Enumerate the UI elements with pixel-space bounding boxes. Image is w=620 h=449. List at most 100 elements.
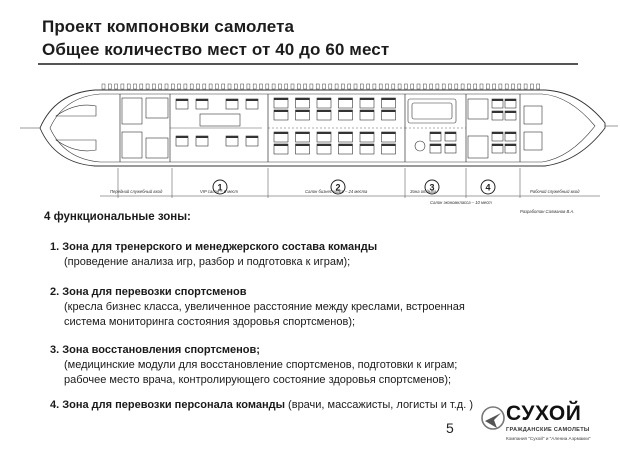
window <box>271 83 276 90</box>
window <box>145 83 150 90</box>
seat <box>381 143 396 155</box>
zone-number-3: 3 <box>429 183 434 193</box>
window <box>511 83 515 90</box>
label-vip-lounge: VIP салон – 6 мест <box>200 189 239 194</box>
window <box>366 83 370 90</box>
window <box>523 83 528 90</box>
window <box>315 83 320 90</box>
seat <box>504 131 517 142</box>
window <box>284 83 288 90</box>
zone-circle-2 <box>330 179 346 195</box>
seat <box>195 135 209 147</box>
page-title-line-1: Проект компоновки самолета <box>42 17 295 36</box>
seat <box>295 109 310 121</box>
seat <box>273 109 289 121</box>
window <box>429 83 433 90</box>
zone-circle-1 <box>212 179 228 195</box>
window <box>278 83 282 90</box>
seat <box>444 131 457 142</box>
window <box>517 83 522 90</box>
label-rear-entry: Рабочий служебный вход <box>530 189 580 194</box>
seat <box>504 110 517 121</box>
seat <box>381 97 396 109</box>
seat <box>316 97 332 109</box>
seat <box>295 131 310 143</box>
label-rest-zone: Зона отдыха <box>410 189 437 194</box>
window <box>360 83 364 90</box>
window <box>259 83 263 90</box>
seat <box>175 135 189 147</box>
window <box>448 83 452 90</box>
zone-3-line-2: рабочее место врача, контролирующего сос… <box>64 374 452 386</box>
window <box>416 83 421 90</box>
window <box>139 83 144 90</box>
window <box>120 83 125 90</box>
title-underline <box>38 63 578 65</box>
label-business-cabin: Салон бизнес класс – 24 места <box>305 189 368 194</box>
label-sign: Разработан Салманов В.А. <box>520 209 574 214</box>
zone-4-title: 4. Зона для перевозки персонала команды <box>50 399 285 411</box>
window <box>328 83 333 90</box>
seat <box>295 97 310 109</box>
window <box>252 83 257 90</box>
window <box>164 83 169 90</box>
window <box>353 83 358 90</box>
logo-wordmark: СУХОЙ <box>506 402 582 425</box>
seat <box>359 109 375 121</box>
window <box>221 83 225 90</box>
zone-item-1: 1. Зона для тренерского и менеджерского … <box>50 240 377 270</box>
zone-1-line-1: (проведение анализа игр, разбор и подгот… <box>64 256 351 268</box>
seat <box>504 98 517 109</box>
window <box>479 83 484 90</box>
label-health-zone: Салон экономкласса – 10 мест <box>430 200 492 205</box>
seat <box>491 143 504 154</box>
zone-3-title: 3. Зона восстановления спортсменов; <box>50 344 260 356</box>
window <box>391 83 396 90</box>
table <box>199 113 241 127</box>
window <box>473 83 477 90</box>
seat <box>444 143 457 154</box>
zone-item-4: 4. Зона для перевозки персонала команды … <box>50 398 473 413</box>
zone-number-1: 1 <box>217 183 222 193</box>
zone-1-title: 1. Зона для тренерского и менеджерского … <box>50 241 378 253</box>
seat <box>245 98 259 110</box>
zone-circle-4 <box>480 179 496 195</box>
window <box>202 83 207 90</box>
seat <box>491 98 504 109</box>
window <box>467 83 471 90</box>
diagram-labels: Передний служебный вход VIP салон – 6 ме… <box>110 189 580 214</box>
window <box>265 83 270 90</box>
zone-2-title: 2. Зона для перевозки спортсменов <box>50 286 247 298</box>
seat <box>273 131 289 143</box>
seat <box>338 143 353 155</box>
seat <box>175 98 189 110</box>
window <box>404 83 408 90</box>
window <box>492 83 496 90</box>
seat <box>295 143 310 155</box>
seat <box>381 131 396 143</box>
seat <box>195 98 209 110</box>
seat <box>504 143 517 154</box>
window <box>227 83 232 90</box>
window <box>504 83 509 90</box>
seat <box>245 135 259 147</box>
seat <box>429 131 442 142</box>
seat <box>491 131 504 142</box>
seat <box>316 131 332 143</box>
seat <box>381 109 396 121</box>
zone-item-3: 3. Зона восстановления спортсменов; (мед… <box>50 343 457 388</box>
window <box>498 83 503 90</box>
window <box>385 83 389 90</box>
zone-4-rest: (врачи, массажисты, логисты и т.д. ) <box>285 399 473 411</box>
window <box>108 83 112 90</box>
zone-2-line-1: (кресла бизнес класса, увеличенное расст… <box>64 301 465 313</box>
zones-heading: 4 функциональные зоны: <box>44 211 191 223</box>
window <box>303 83 307 90</box>
zone-circle-3 <box>424 179 440 195</box>
window <box>246 83 251 90</box>
page-number: 5 <box>446 420 454 436</box>
window <box>158 83 162 90</box>
seat <box>338 97 353 109</box>
seat <box>359 143 375 155</box>
label-front-entry: Передний служебный вход <box>110 189 163 194</box>
